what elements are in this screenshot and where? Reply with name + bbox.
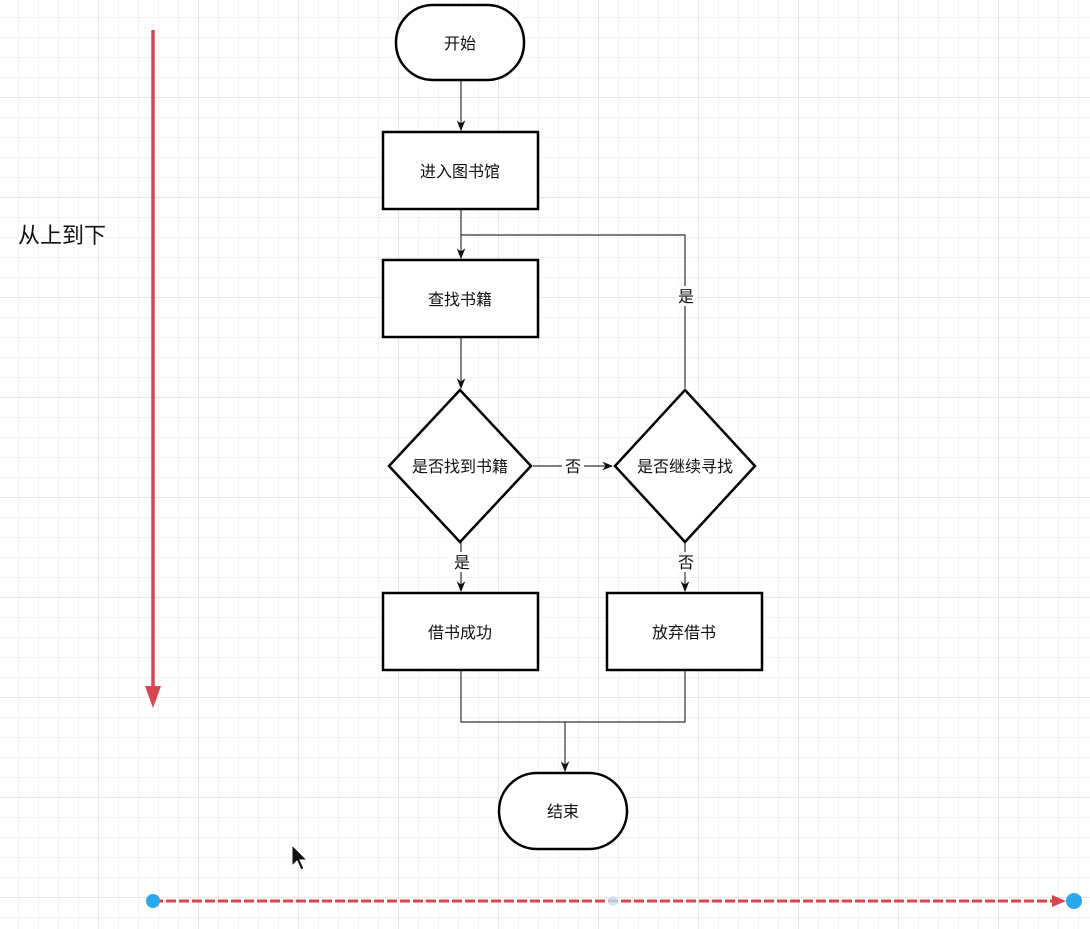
horizontal-selected-arrow[interactable] <box>146 893 1082 909</box>
node-enter-library-label: 进入图书馆 <box>420 163 500 181</box>
node-start-label: 开始 <box>444 35 476 53</box>
edge-continue-yes[interactable] <box>461 234 686 388</box>
start-handle[interactable] <box>146 894 160 908</box>
direction-label: 从上到下 <box>18 223 106 248</box>
mid-handle[interactable] <box>608 896 618 906</box>
node-borrow-success[interactable]: 借书成功 <box>381 591 540 672</box>
node-search-books-label: 查找书籍 <box>428 291 492 309</box>
node-found-decision[interactable]: 是否找到书籍 <box>387 388 533 544</box>
node-give-up-label: 放弃借书 <box>652 624 716 642</box>
edge-label-found-yes: 是 <box>454 555 470 572</box>
edge-merge[interactable] <box>460 670 686 723</box>
mouse-pointer-icon <box>291 843 309 871</box>
vertical-direction-arrow <box>145 30 161 708</box>
node-start[interactable]: 开始 <box>394 3 526 82</box>
node-enter-library[interactable]: 进入图书馆 <box>381 130 540 211</box>
node-end-label: 结束 <box>547 803 579 821</box>
edge-label-found-no: 否 <box>565 459 581 476</box>
node-continue-decision[interactable]: 是否继续寻找 <box>613 388 757 544</box>
end-handle[interactable] <box>1066 893 1082 909</box>
edge-label-continue-yes: 是 <box>678 289 694 306</box>
node-give-up[interactable]: 放弃借书 <box>605 591 764 672</box>
edge-label-continue-no: 否 <box>678 555 694 572</box>
node-continue-decision-label: 是否继续寻找 <box>637 458 733 476</box>
node-end[interactable]: 结束 <box>497 771 629 851</box>
node-found-decision-label: 是否找到书籍 <box>412 458 508 476</box>
node-search-books[interactable]: 查找书籍 <box>381 258 540 339</box>
node-borrow-success-label: 借书成功 <box>428 624 492 642</box>
